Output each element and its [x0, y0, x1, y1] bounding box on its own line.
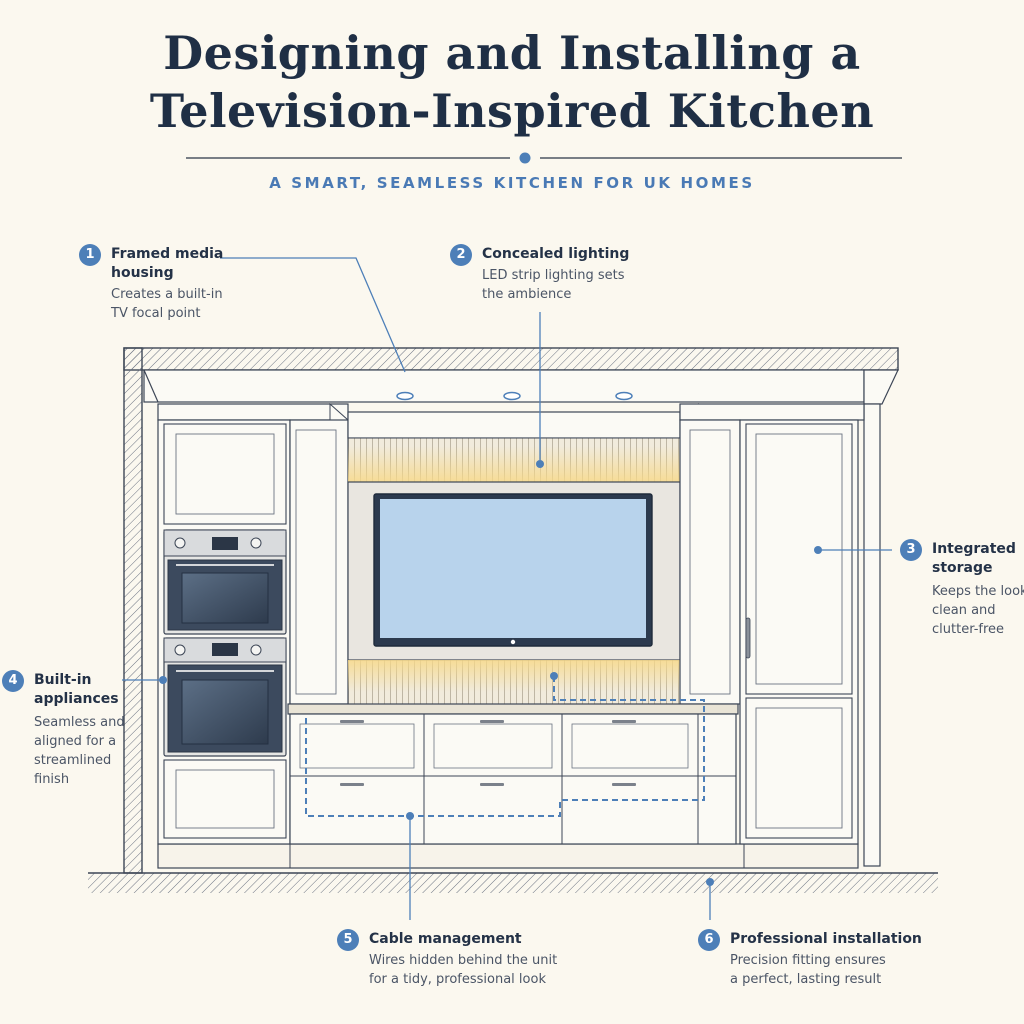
floor	[88, 843, 938, 893]
leader-dots	[159, 460, 822, 886]
larder-handle	[745, 617, 751, 659]
callout-description: Precision fitting ensures a perfect, las…	[730, 953, 886, 987]
worktop	[287, 703, 739, 715]
callout-title: Framed media housing	[111, 246, 224, 281]
ceiling-downlights	[396, 391, 633, 401]
television	[373, 493, 653, 647]
cable-route	[305, 676, 705, 817]
tall-larder-door	[745, 423, 853, 695]
callout-number-badge: 1	[79, 244, 101, 266]
callout-description: Seamless and aligned for a streamlined f…	[34, 715, 125, 787]
callout-description: Wires hidden behind the unit for a tidy,…	[369, 953, 558, 987]
callout-number-badge: 6	[698, 929, 720, 951]
callout-description: Keeps the look clean and clutter-free	[932, 584, 1024, 637]
callout-number-badge: 3	[900, 539, 922, 561]
tv-power-light	[510, 639, 516, 645]
callout-description: LED strip lighting sets the ambience	[482, 268, 625, 302]
plinth	[157, 843, 859, 869]
page-title-line-2: Television-Inspired Kitchen	[149, 84, 875, 138]
callout-title: Built-in appliances	[34, 672, 119, 707]
lower-oven	[163, 637, 287, 757]
leader-lines	[122, 257, 892, 920]
callout-number-badge: 4	[2, 670, 24, 692]
callout-description: Creates a built-in TV focal point	[111, 287, 223, 321]
callout-number-badge: 5	[337, 929, 359, 951]
callout-number-badge: 2	[450, 244, 472, 266]
right-pillar	[863, 403, 881, 867]
divider-dot	[519, 152, 531, 164]
callout-title: Professional installation	[730, 931, 922, 947]
built-in-ovens	[163, 529, 287, 757]
callout-title: Cable management	[369, 931, 522, 947]
leader-1	[220, 257, 406, 373]
callout-title: Integrated storage	[932, 541, 1016, 576]
callout-title: Concealed lighting	[482, 246, 630, 262]
base-drawer-units	[287, 703, 739, 845]
page-title-line-1: Designing and Installing a	[163, 26, 861, 80]
left-wall	[123, 347, 143, 874]
page-subtitle: A SMART, SEAMLESS KITCHEN FOR UK HOMES	[269, 174, 755, 192]
upper-oven	[163, 529, 287, 635]
title-divider	[186, 152, 902, 164]
right-tall-unit	[679, 402, 865, 845]
